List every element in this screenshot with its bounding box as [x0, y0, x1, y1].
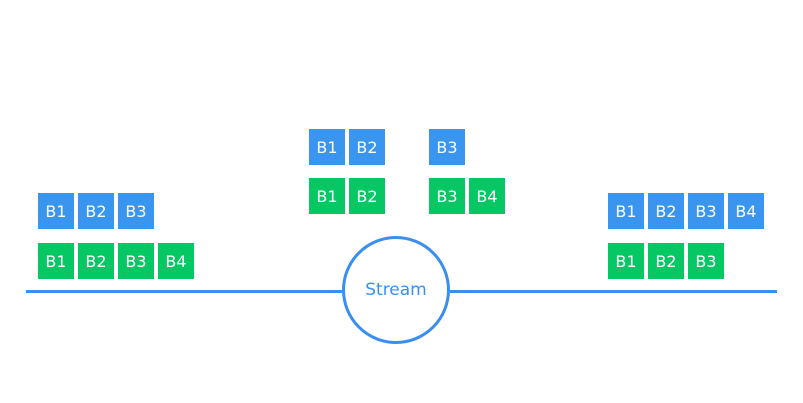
stream-line-right — [450, 290, 777, 293]
stream-line-left — [26, 290, 342, 293]
right-blue-box-b1: B1 — [608, 193, 644, 229]
stream-node: Stream — [342, 236, 450, 344]
right-green-box-b3: B3 — [688, 243, 724, 279]
stream-label: Stream — [365, 280, 427, 300]
left-blue-box-b3: B3 — [118, 193, 154, 229]
middle-green-box-b1: B1 — [309, 178, 345, 214]
left-green-box-b3: B3 — [118, 243, 154, 279]
left-green-box-b4: B4 — [158, 243, 194, 279]
right-green-box-b2: B2 — [648, 243, 684, 279]
middle-green-box-b2: B2 — [349, 178, 385, 214]
right-blue-box-b2: B2 — [648, 193, 684, 229]
right-green-box-b1: B1 — [608, 243, 644, 279]
left-green-box-b1: B1 — [38, 243, 74, 279]
left-blue-box-b1: B1 — [38, 193, 74, 229]
right-blue-box-b4: B4 — [728, 193, 764, 229]
left-blue-box-b2: B2 — [78, 193, 114, 229]
left-green-box-b2: B2 — [78, 243, 114, 279]
middle-blue-box-b2: B2 — [349, 129, 385, 165]
middle-green-box-b4: B4 — [469, 178, 505, 214]
middle-blue-box-b1: B1 — [309, 129, 345, 165]
right-blue-box-b3: B3 — [688, 193, 724, 229]
middle-green-box-b3: B3 — [429, 178, 465, 214]
middle-blue-box-b3: B3 — [429, 129, 465, 165]
